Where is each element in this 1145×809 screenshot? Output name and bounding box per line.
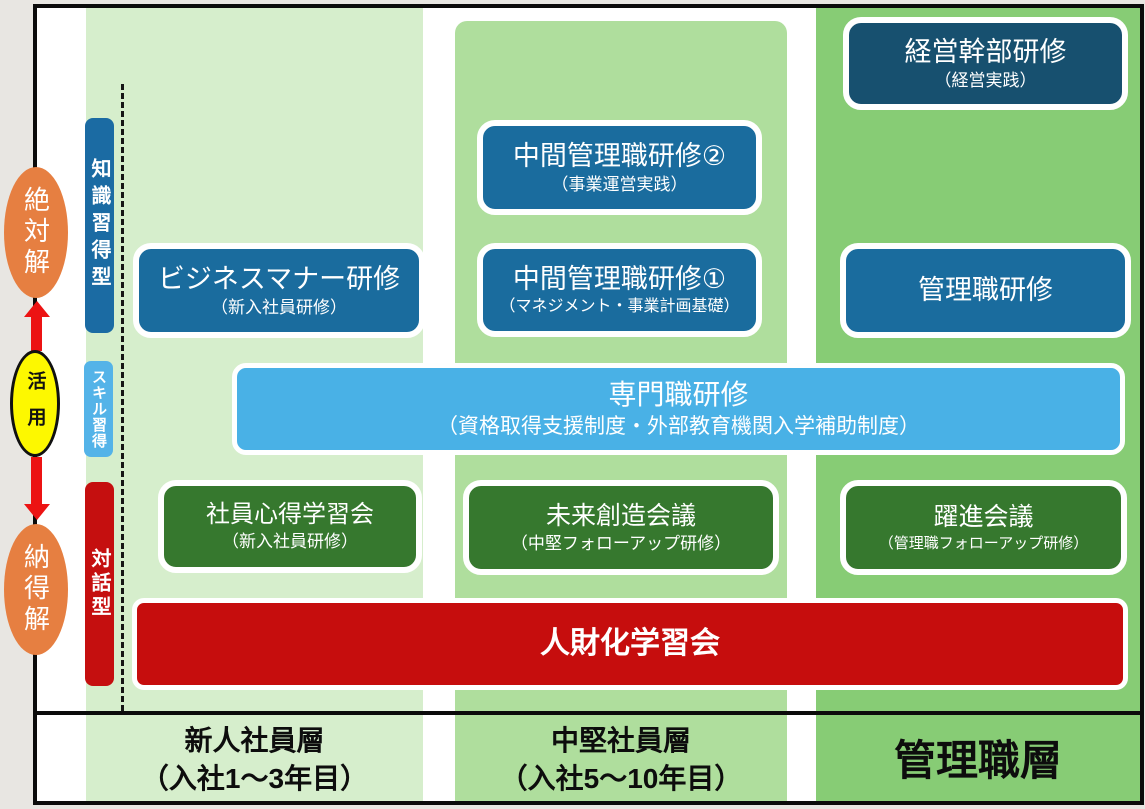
box-manager-training: 管理職研修: [840, 243, 1131, 338]
box-title: 専門職研修: [608, 379, 749, 411]
arrow-up-icon: [24, 301, 50, 317]
box-subtitle: （経営実践）: [934, 70, 1037, 90]
label-knowledge-acquisition-type: 知識習得型: [85, 118, 114, 333]
layer-label-managers: 管理職層: [816, 733, 1140, 790]
box-subtitle: （マネジメント・事業計画基礎）: [499, 297, 740, 315]
layer-label-line1: 管理職層: [893, 737, 1062, 784]
box-title: 躍進会議: [933, 503, 1034, 531]
box-middle-management-training-2: 中間管理職研修② （事業運営実践）: [477, 120, 762, 215]
box-subtitle: （中堅フォローアップ研修）: [510, 533, 732, 553]
box-employee-mindset-study: 社員心得学習会 （新入社員研修）: [158, 480, 422, 573]
box-jinzaika-study: 人財化学習会: [132, 598, 1128, 690]
box-title: 管理職研修: [918, 274, 1053, 305]
label-skill-acquisition-type: スキル習得: [84, 361, 113, 457]
layer-label-line2: （入社1〜3年目）: [140, 762, 369, 794]
box-subtitle: （新入社員研修）: [222, 532, 358, 552]
box-subtitle: （管理職フォローアップ研修）: [878, 534, 1089, 552]
acceptance-answer-oval: 納得解: [4, 524, 68, 655]
layer-label-line1: 中堅社員層: [550, 725, 691, 756]
layer-axis-line: [37, 711, 1140, 715]
box-future-creation-meeting: 未来創造会議 （中堅フォローアップ研修）: [463, 480, 779, 575]
arrow-down-icon: [24, 504, 50, 520]
arrow-shaft-top: [31, 315, 42, 351]
box-subtitle: （新入社員研修）: [211, 297, 347, 317]
layer-label-new-employees: 新人社員層 （入社1〜3年目）: [86, 722, 423, 798]
box-yakushin-meeting: 躍進会議 （管理職フォローアップ研修）: [840, 480, 1127, 575]
box-title: 人財化学習会: [540, 626, 720, 660]
box-title: 未来創造会議: [545, 501, 696, 530]
box-executive-training: 経営幹部研修 （経営実践）: [843, 17, 1128, 110]
box-business-manner-training: ビジネスマナー研修 （新入社員研修）: [133, 243, 425, 338]
box-title: 社員心得学習会: [206, 501, 374, 529]
box-title: ビジネスマナー研修: [157, 263, 401, 294]
layer-label-mid-level: 中堅社員層 （入社5〜10年目）: [455, 722, 787, 798]
box-subtitle: （資格取得支援制度・外部教育機関入学補助制度）: [437, 414, 920, 438]
utilization-oval: 活用: [10, 350, 60, 457]
layer-label-line1: 新人社員層: [184, 725, 325, 756]
box-subtitle: （事業運営実践）: [551, 174, 688, 194]
box-middle-management-training-1: 中間管理職研修① （マネジメント・事業計画基礎）: [477, 243, 762, 337]
box-specialist-training: 専門職研修 （資格取得支援制度・外部教育機関入学補助制度）: [232, 363, 1125, 455]
dashed-divider-line: [121, 84, 124, 711]
layer-label-line2: （入社5〜10年目）: [499, 762, 743, 794]
label-dialogue-type: 対話型: [85, 482, 114, 686]
absolute-answer-oval: 絶対解: [4, 167, 68, 298]
arrow-shaft-bottom: [31, 457, 42, 505]
box-title: 経営幹部研修: [904, 36, 1067, 67]
box-title: 中間管理職研修①: [512, 263, 727, 294]
box-title: 中間管理職研修②: [512, 140, 727, 171]
